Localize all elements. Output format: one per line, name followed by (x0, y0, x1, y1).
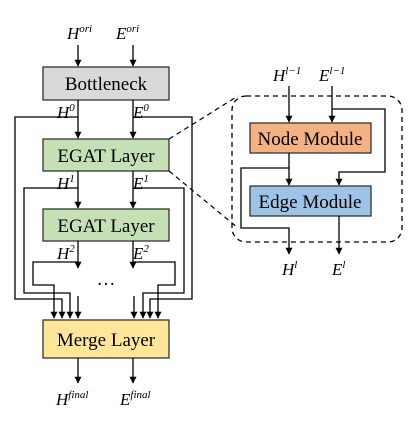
input-h-label: Hori (66, 23, 92, 43)
e2-label: E2 (132, 243, 149, 263)
detail-e-out-label: El (331, 259, 345, 279)
node-module-label: Node Module (257, 129, 362, 150)
detail-h-out-label: Hl (281, 259, 297, 279)
edge-module-label: Edge Module (259, 192, 362, 213)
ellipsis-label: ··· (97, 274, 116, 295)
output-h-label: Hfinal (55, 389, 88, 409)
detail-e-in-label: El−1 (318, 65, 345, 85)
merge-layer-block: Merge Layer (42, 319, 170, 359)
egat-layer-1-label: EGAT Layer (57, 146, 155, 167)
zoom-connector-bottom (168, 170, 239, 229)
zoom-connector-top (168, 95, 239, 140)
edge-module-block: Edge Module (249, 185, 372, 217)
h2-label: H2 (56, 243, 75, 263)
e1-label: E1 (132, 173, 149, 193)
e0-skip-to-merge (133, 116, 193, 319)
h2-skip-to-merge (32, 261, 78, 319)
node-out-to-hl (240, 167, 293, 255)
egat-layer-2-label: EGAT Layer (57, 216, 155, 237)
h0-label: H0 (56, 102, 75, 122)
h1-skip-to-merge (23, 187, 78, 319)
egat-layer-2-block: EGAT Layer (42, 208, 170, 242)
e0-label: E0 (132, 102, 149, 122)
merge-layer-label: Merge Layer (57, 330, 156, 351)
h0-skip-to-merge (14, 116, 78, 319)
output-e-label: Efinal (119, 389, 151, 409)
detail-h-in-label: Hl−1 (272, 65, 301, 85)
e2-skip-to-merge (133, 261, 176, 319)
ein-skip-to-edge (332, 108, 386, 186)
bottleneck-block: Bottleneck (42, 66, 170, 101)
e1-skip-to-merge (133, 187, 185, 319)
egat-layer-1-block: EGAT Layer (42, 138, 170, 172)
egat-detail-panel (231, 95, 403, 243)
node-module-block: Node Module (249, 122, 372, 154)
h1-label: H1 (56, 173, 75, 193)
input-e-label: Eori (115, 23, 139, 43)
bottleneck-label: Bottleneck (65, 74, 148, 95)
